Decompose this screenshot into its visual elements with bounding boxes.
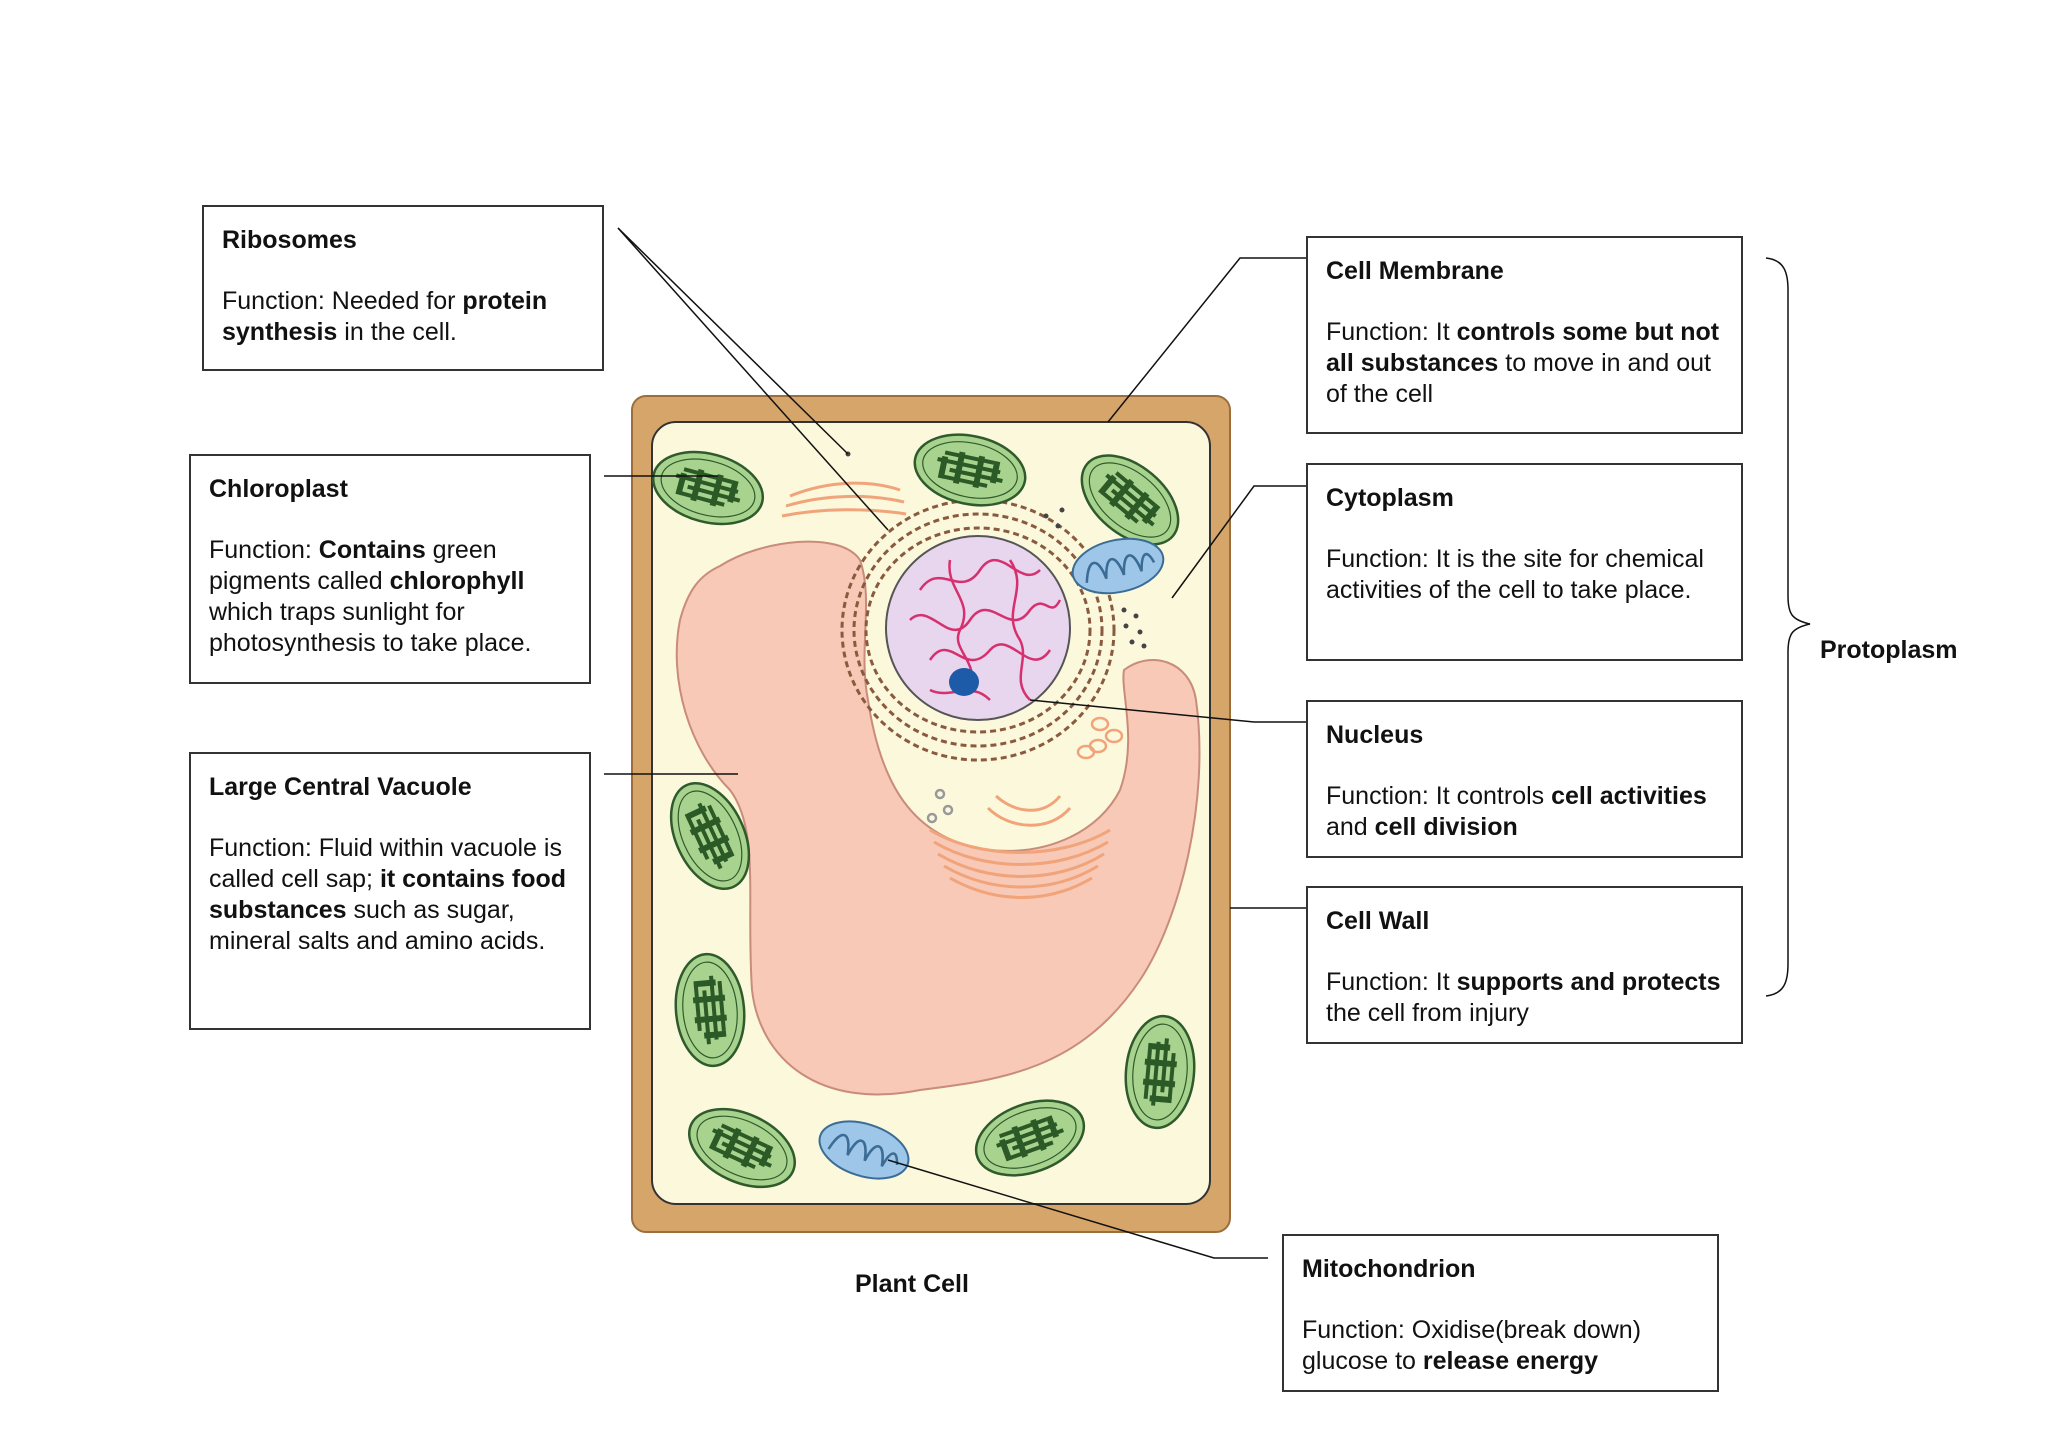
mitochondrion-upper bbox=[1071, 537, 1165, 595]
cytoplasm-title: Cytoplasm bbox=[1326, 484, 1454, 512]
leader-ribosomes-1 bbox=[617, 227, 849, 455]
ribosomes-title: Ribosomes bbox=[222, 226, 357, 254]
nucleolus bbox=[949, 668, 979, 696]
vacuole-function: Function: Fluid within vacuole is called… bbox=[209, 834, 567, 955]
leader-mitochondrion bbox=[887, 1159, 1268, 1259]
leader-lines bbox=[604, 227, 1306, 1259]
cytoplasm-function: Function: It is the site for chemical ac… bbox=[1326, 545, 1704, 604]
mitochondrion-title: Mitochondrion bbox=[1302, 1255, 1476, 1283]
leader-ribosomes-2 bbox=[617, 227, 889, 531]
chloroplasts bbox=[651, 433, 1196, 1189]
mitochondrion-box: Mitochondrion Function: Oxidise(break do… bbox=[1282, 1234, 1719, 1392]
mitochondrion-lower bbox=[818, 1120, 910, 1180]
chloroplast-3 bbox=[1080, 454, 1180, 546]
nucleus-title: Nucleus bbox=[1326, 721, 1424, 749]
leader-nucleus bbox=[1029, 699, 1306, 723]
large-central-vacuole bbox=[675, 540, 1201, 1096]
cell-wall-title: Cell Wall bbox=[1326, 907, 1430, 935]
chloroplast-4 bbox=[669, 782, 751, 890]
chloroplast-7 bbox=[688, 1107, 796, 1189]
cell-wall-box: Cell Wall Function: It supports and prot… bbox=[1306, 886, 1743, 1044]
chloroplast-box: Chloroplast Function: Contains green pig… bbox=[189, 454, 591, 684]
ribosomes-function: Function: Needed for protein synthesis i… bbox=[222, 287, 548, 346]
cell-membrane-function: Function: It controls some but not all s… bbox=[1326, 318, 1720, 408]
chloroplast-8 bbox=[974, 1099, 1086, 1177]
chloroplast-2 bbox=[913, 433, 1027, 507]
vacuole-box: Large Central Vacuole Function: Fluid wi… bbox=[189, 752, 591, 1030]
cell-membrane-box: Cell Membrane Function: It controls some… bbox=[1306, 236, 1743, 434]
chloroplast-6 bbox=[1124, 1014, 1196, 1130]
vacuole-title: Large Central Vacuole bbox=[209, 773, 472, 801]
cell-wall-function: Function: It supports and protects the c… bbox=[1326, 968, 1721, 1027]
cell-membrane-title: Cell Membrane bbox=[1326, 257, 1504, 285]
leader-cell-membrane bbox=[1107, 257, 1306, 423]
nucleus-box: Nucleus Function: It controls cell activ… bbox=[1306, 700, 1743, 858]
golgi-apparatus bbox=[781, 481, 1111, 899]
chloroplast-5 bbox=[674, 952, 746, 1068]
diagram-caption: Plant Cell bbox=[855, 1270, 969, 1298]
chloroplast-function: Function: Contains green pigments called… bbox=[209, 536, 532, 657]
nucleus-function: Function: It controls cell activities an… bbox=[1326, 782, 1707, 841]
protoplasm-label: Protoplasm bbox=[1820, 636, 1958, 664]
chloroplast-title: Chloroplast bbox=[209, 475, 348, 503]
chloroplast-1 bbox=[651, 450, 765, 526]
mitochondrion-function: Function: Oxidise(break down) glucose to… bbox=[1302, 1316, 1642, 1375]
protoplasm-bracket bbox=[1765, 257, 1811, 997]
leader-cytoplasm bbox=[1171, 485, 1306, 599]
nucleus bbox=[885, 535, 1071, 721]
rough-endoplasmic-reticulum bbox=[840, 498, 1116, 762]
ribosomes bbox=[845, 451, 1147, 649]
vesicles bbox=[926, 716, 1124, 824]
ribosomes-box: Ribosomes Function: Needed for protein s… bbox=[202, 205, 604, 371]
cytoplasm-box: Cytoplasm Function: It is the site for c… bbox=[1306, 463, 1743, 661]
